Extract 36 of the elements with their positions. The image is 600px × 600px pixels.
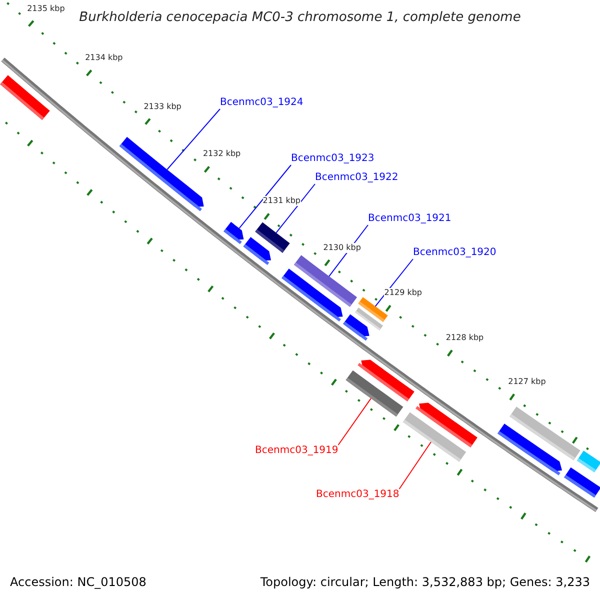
gene-feature	[243, 236, 272, 266]
gene-feature	[119, 136, 204, 212]
gene-bar	[402, 412, 466, 462]
gene-bar	[576, 450, 600, 472]
gene-bar	[564, 467, 600, 498]
scale-label: 2132 kbp	[202, 149, 241, 160]
scale-label: 2135 kbp	[27, 4, 65, 14]
leader-line	[374, 258, 414, 307]
scale-label: 2133 kbp	[144, 102, 182, 112]
scale-label: 2128 kbp	[446, 333, 484, 344]
footer-text: Topology: circular; Length: 3,532,883 bp; Genes: 3,233	[260, 575, 590, 589]
leader-line	[398, 441, 432, 490]
gene-label: Bcenmc03_1918	[316, 489, 400, 501]
scale-label: 2127 kbp	[508, 377, 546, 388]
gene-feature	[224, 222, 244, 244]
gene-label: Bcenmc03_1921	[368, 213, 452, 225]
gene-bar	[346, 370, 404, 417]
gene-label: Bcenmc03_1923	[291, 153, 374, 165]
gene-feature	[282, 268, 343, 322]
leader-line	[166, 108, 220, 170]
scale-label: 2129 kbp	[384, 288, 422, 298]
leader-line	[276, 184, 316, 234]
title: Burkholderia cenocepacia MC0-3 chromosome 1, complete genome	[78, 10, 522, 26]
gene-bar	[0, 75, 50, 120]
scale-label: 2131 kbp	[262, 196, 300, 206]
footer-text: Accession: NC_010508	[10, 575, 146, 589]
scale-label: 2134 kbp	[85, 52, 123, 63]
gene-label: Bcenmc03_1922	[315, 172, 398, 184]
gene-feature	[343, 314, 370, 341]
gene-feature	[498, 424, 562, 476]
gene-label: Bcenmc03_1924	[220, 97, 304, 109]
gene-label: Bcenmc03_1920	[413, 247, 496, 259]
leader-line	[238, 164, 292, 229]
scale-label: 2130 kbp	[323, 242, 361, 253]
leader-line	[338, 398, 372, 446]
gene-label: Bcenmc03_1919	[255, 445, 338, 457]
